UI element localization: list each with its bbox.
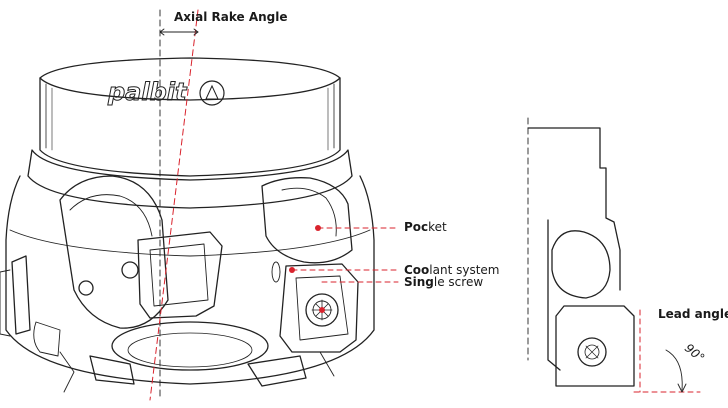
pocket-label: Pocket [404,220,447,234]
lead-angle-label: Lead angle [658,307,728,321]
coolant-system-label: Coolant system [404,263,500,277]
axial-rake-angle-label: Axial Rake Angle [174,10,288,24]
palbit-logo: palbit [107,78,225,107]
svg-text:palbit: palbit [107,78,188,106]
cutter-side-view [527,117,701,393]
single-screw-label: Single screw [404,275,484,289]
leader-lines [291,227,399,283]
milling-cutter-body [0,57,375,393]
